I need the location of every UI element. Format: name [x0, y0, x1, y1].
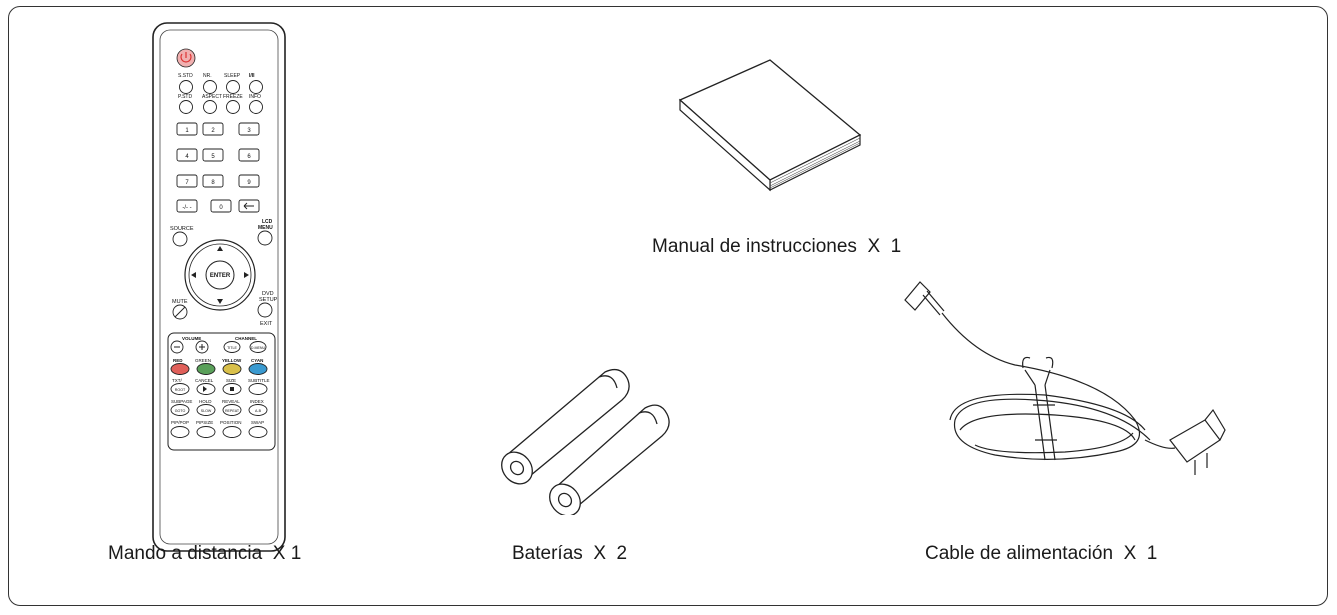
remote-label-lcd: LCD — [262, 219, 273, 225]
remote-label-info: INFO — [249, 94, 261, 100]
remote-key-2: 2 — [211, 128, 215, 134]
down-arrow-icon — [217, 299, 223, 304]
remote-label-reveal: REVEAL — [222, 399, 240, 404]
remote-label-i-ii: I/II — [249, 73, 255, 79]
remote-label-pippop: PIP/POP — [171, 420, 189, 425]
red-button — [170, 363, 190, 375]
remote-root-btn: ROOT — [175, 388, 186, 392]
remote-enter-label: ENTER — [210, 273, 231, 279]
remote-label-setup: SETUP — [259, 297, 278, 303]
remote-slow-btn: SLOW — [201, 409, 212, 413]
remote-key-0: 0 — [219, 205, 223, 211]
remote-label-red: RED — [173, 358, 183, 363]
remote-label-volume: VOLUME — [182, 336, 201, 341]
yellow-button — [222, 363, 242, 375]
remote-label-aspect: ASPECT — [202, 94, 222, 100]
remote-key-6: 6 — [247, 154, 251, 160]
remote-label-size: SIZE — [226, 378, 236, 383]
caption-batteries: Baterías X 2 — [512, 543, 628, 564]
remote-label-cancel: CANCEL — [195, 378, 214, 383]
remote-label-txt: TXT/ — [172, 378, 182, 383]
manual-book-illustration — [678, 59, 862, 192]
remote-label-subpage: SUBPAGE — [171, 399, 192, 404]
remote-label-swap: SWAP — [251, 420, 264, 425]
remote-label-mute: MUTE — [172, 299, 188, 305]
remote-label-position: POSITION — [220, 420, 242, 425]
remote-label-menu: MENU — [258, 225, 273, 231]
up-arrow-icon — [217, 246, 223, 251]
remote-label-sleep: SLEEP — [224, 73, 241, 79]
remote-label-sstd: S.STD — [178, 73, 193, 79]
stop-icon — [230, 387, 234, 391]
remote-key-4: 4 — [185, 154, 189, 160]
remote-dmenu-btn: D.MENU — [251, 346, 266, 350]
remote-label-hold: HOLD — [199, 399, 212, 404]
remote-repeat-btn: REPEAT — [225, 409, 240, 413]
remote-label-channel: CHANNEL — [235, 336, 257, 341]
caption-remote: Mando a distancia X 1 — [108, 543, 302, 564]
remote-control-illustration: S.STD NR. SLEEP I/II P.STD ASPECT FREEZE… — [152, 22, 286, 552]
recall-icon — [243, 202, 254, 210]
remote-key-3: 3 — [247, 128, 251, 134]
remote-label-source: SOURCE — [170, 226, 194, 232]
right-arrow-icon — [244, 272, 249, 278]
left-arrow-icon — [191, 272, 196, 278]
power-cable-illustration — [904, 281, 1226, 475]
remote-label-pstd: P.STD — [178, 94, 192, 100]
content-frame — [8, 6, 1328, 606]
remote-key-7: 7 — [185, 180, 189, 186]
remote-label-nr: NR. — [203, 73, 212, 79]
remote-label-index: INDEX — [250, 399, 264, 404]
remote-label-pipsize: PIPSIZE — [196, 420, 213, 425]
remote-key-9: 9 — [247, 180, 251, 186]
remote-label-exit: EXIT — [260, 321, 273, 327]
remote-label-freeze: FREEZE — [223, 94, 243, 100]
play-pause-icon — [203, 386, 207, 392]
remote-title-btn: TITLE — [227, 346, 237, 350]
batteries-illustration — [501, 368, 670, 515]
remote-goto-btn: GOTO — [175, 409, 186, 413]
remote-key-1: 1 — [185, 128, 189, 134]
caption-power-cable: Cable de alimentación X 1 — [925, 543, 1158, 564]
remote-label-subtitle: SUBTITLE — [248, 378, 270, 383]
green-button — [196, 363, 216, 375]
remote-label-yellow: YELLOW — [222, 358, 242, 363]
caption-manual: Manual de instrucciones X 1 — [652, 236, 902, 257]
remote-key-dash: -/- - — [182, 205, 191, 211]
remote-label-cyan: CYAN — [251, 358, 263, 363]
cyan-button — [248, 363, 268, 375]
remote-key-8: 8 — [211, 180, 215, 186]
remote-ab-btn: A-B — [255, 409, 262, 413]
remote-label-green: GREEN — [195, 358, 211, 363]
remote-label-dvd: DVD — [262, 291, 274, 297]
remote-key-5: 5 — [211, 154, 215, 160]
